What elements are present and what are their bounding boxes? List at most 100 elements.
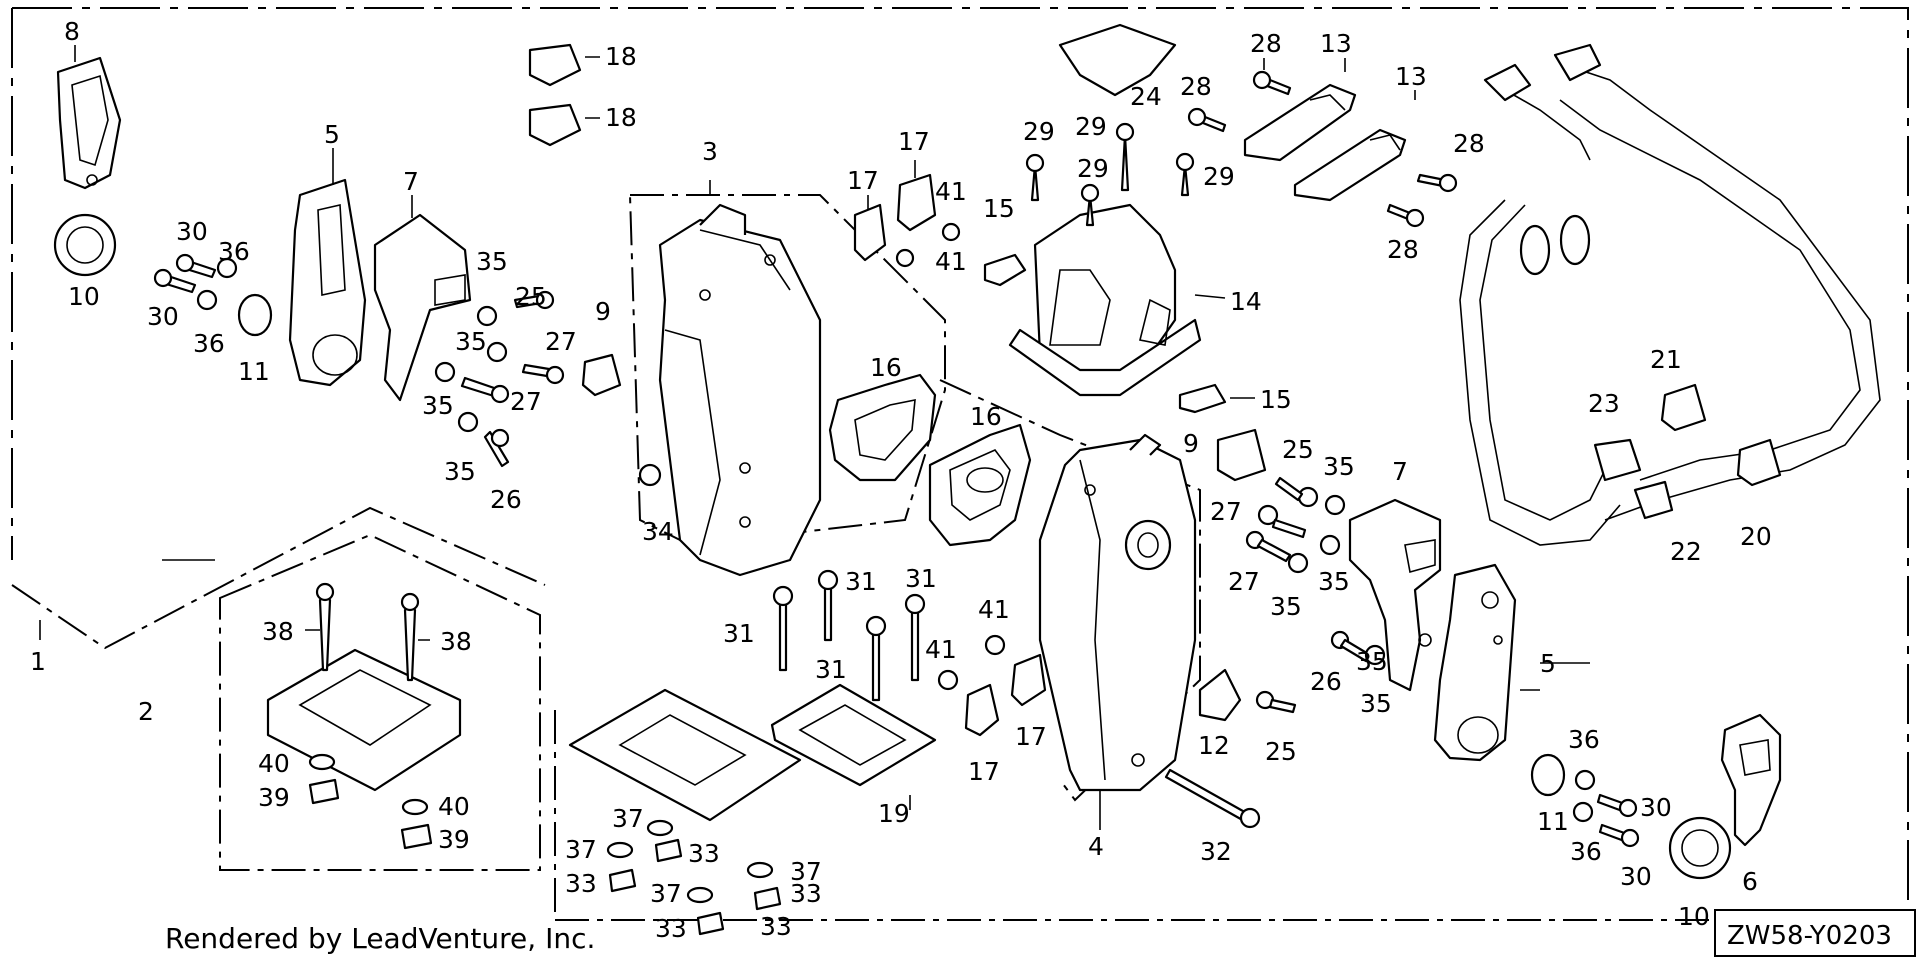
leader-lines <box>39 45 1590 830</box>
callout-label: 28 <box>1453 129 1485 158</box>
callout-label: 7 <box>1392 457 1408 486</box>
callout-label: 11 <box>1537 807 1569 836</box>
part-24-cover-pad <box>1058 23 1177 97</box>
callout-label: 36 <box>1568 725 1600 754</box>
callout-label: 25 <box>1265 737 1297 766</box>
callout-label: 36 <box>193 329 225 358</box>
part-10-grip-right <box>1668 816 1732 880</box>
part-15-clips <box>983 253 1227 414</box>
callout-label: 17 <box>898 127 930 156</box>
callout-label: 16 <box>870 353 902 382</box>
diagram-code-box: ZW58-Y0203 <box>1714 909 1916 957</box>
callout-label: 28 <box>1250 29 1282 58</box>
callout-label: 38 <box>262 617 294 646</box>
callout-label: 29 <box>1023 117 1055 146</box>
part-3-housing-left <box>658 203 822 577</box>
callout-label: 28 <box>1387 235 1419 264</box>
callout-label: 27 <box>545 327 577 356</box>
fasteners-left <box>153 253 662 487</box>
callout-label: 5 <box>1540 649 1556 678</box>
callout-label: 29 <box>1203 162 1235 191</box>
callout-label: 27 <box>1210 497 1242 526</box>
callout-label: 26 <box>490 485 522 514</box>
callout-label: 27 <box>1228 567 1260 596</box>
callout-label: 39 <box>258 783 290 812</box>
bolts-31 <box>772 569 926 702</box>
callout-label: 23 <box>1588 389 1620 418</box>
callout-label: 33 <box>655 914 687 943</box>
callout-label: 37 <box>565 835 597 864</box>
callout-label: 41 <box>935 247 967 276</box>
callout-label: 15 <box>1260 385 1292 414</box>
callout-label: 12 <box>1198 731 1230 760</box>
callout-label: 31 <box>845 567 877 596</box>
callout-label: 35 <box>422 391 454 420</box>
callout-label: 10 <box>1678 902 1710 931</box>
callout-label: 30 <box>1620 862 1652 891</box>
callout-label: 37 <box>612 804 644 833</box>
callout-label: 30 <box>176 217 208 246</box>
callout-label: 40 <box>438 792 470 821</box>
callout-label: 26 <box>1310 667 1342 696</box>
callout-label: 18 <box>605 103 637 132</box>
part-37-gasket <box>568 688 802 822</box>
callout-label: 35 <box>444 457 476 486</box>
callout-label: 13 <box>1320 29 1352 58</box>
part-11-washer-left <box>237 293 273 337</box>
part-10-grip-left <box>53 213 117 277</box>
callout-label: 18 <box>605 42 637 71</box>
callout-label: 3 <box>702 137 718 166</box>
callouts: 8 18 18 5 7 3 17 17 41 41 29 29 29 29 28… <box>30 17 1772 943</box>
callout-label: 30 <box>1640 793 1672 822</box>
part-16-gasket-b <box>928 423 1032 547</box>
callout-label: 21 <box>1650 345 1682 374</box>
part-5-arm-right <box>1433 563 1517 762</box>
callout-label: 34 <box>642 517 674 546</box>
part-9-grommet-right <box>1216 428 1267 482</box>
callout-label: 6 <box>1742 867 1758 896</box>
callout-label: 5 <box>324 120 340 149</box>
part-11-washer-right <box>1530 753 1566 797</box>
part-16-gasket-a <box>828 373 937 482</box>
group-brackets <box>11 194 1710 921</box>
callout-label: 39 <box>438 825 470 854</box>
callout-label: 35 <box>1323 452 1355 481</box>
part-13-brackets <box>1243 83 1407 202</box>
callout-label: 36 <box>1570 837 1602 866</box>
callout-label: 31 <box>815 655 847 684</box>
callout-label: 33 <box>760 912 792 941</box>
callout-label: 41 <box>925 635 957 664</box>
part-7-bracket-right <box>1348 498 1442 692</box>
callout-label: 33 <box>688 839 720 868</box>
callout-label: 9 <box>595 297 611 326</box>
part-19-spacer <box>770 683 937 787</box>
callout-label: 38 <box>440 627 472 656</box>
callout-label: 35 <box>455 327 487 356</box>
callout-label: 7 <box>403 167 419 196</box>
callout-label: 35 <box>1270 592 1302 621</box>
callout-label: 17 <box>968 757 1000 786</box>
part-6-lever-cover-right <box>1720 713 1782 847</box>
part-32-bolt <box>1164 768 1261 829</box>
callout-label: 4 <box>1088 832 1104 861</box>
part-17-clamps-top <box>853 173 937 262</box>
callout-label: 24 <box>1130 82 1162 111</box>
callout-label: 15 <box>983 194 1015 223</box>
part-8-lever-cover <box>56 56 122 190</box>
callout-label: 36 <box>218 237 250 266</box>
callout-label: 11 <box>238 357 270 386</box>
callout-label: 40 <box>258 749 290 778</box>
callout-label: 28 <box>1180 72 1212 101</box>
callout-label: 8 <box>64 17 80 46</box>
callout-label: 29 <box>1077 154 1109 183</box>
part-harness <box>1459 43 1881 546</box>
callout-label: 35 <box>1360 689 1392 718</box>
callout-label: 37 <box>650 879 682 908</box>
callout-label: 31 <box>723 619 755 648</box>
callout-label: 10 <box>68 282 100 311</box>
part-17-clamps-bottom <box>937 634 1047 737</box>
part-5-arm-left <box>288 178 367 387</box>
part-9-grommet-left <box>581 353 622 397</box>
callout-label: 14 <box>1230 287 1262 316</box>
callout-label: 33 <box>790 879 822 908</box>
